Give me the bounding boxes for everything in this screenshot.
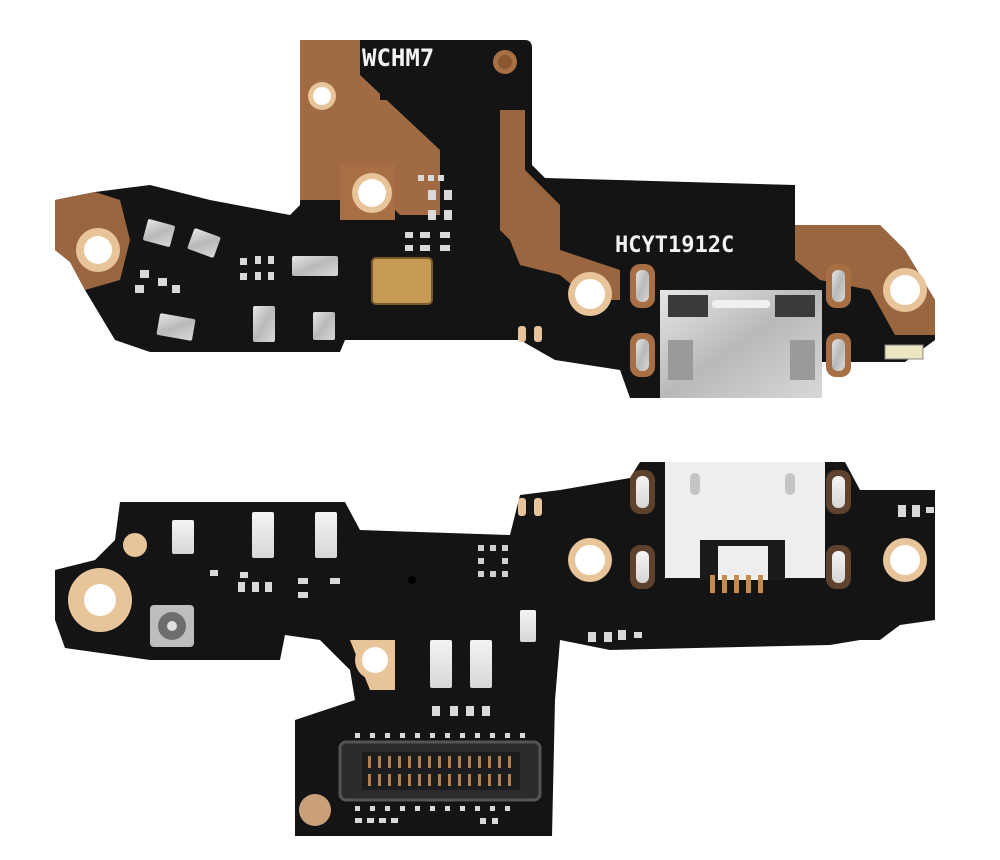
mounting-hole xyxy=(883,538,927,582)
mounting-hole xyxy=(308,82,336,110)
mounting-hole xyxy=(352,173,392,213)
top-board: WCHM7 HCYT1912C xyxy=(55,40,935,398)
silkscreen-label-wchm7: WCHM7 xyxy=(362,44,434,72)
smd-components xyxy=(135,175,452,293)
crystal-oscillator-icon xyxy=(371,257,433,305)
micro-usb-port xyxy=(630,264,851,398)
micro-usb-port xyxy=(630,462,851,593)
antenna-coax-connector-icon xyxy=(150,605,194,647)
board-to-board-connector-icon xyxy=(338,733,542,824)
mounting-hole xyxy=(350,640,395,690)
mounting-hole xyxy=(883,268,927,312)
bottom-board xyxy=(55,462,935,836)
mounting-hole xyxy=(68,568,132,632)
mounting-hole xyxy=(568,538,612,582)
smd-components xyxy=(172,505,934,716)
mounting-hole xyxy=(568,272,612,316)
mounting-hole xyxy=(76,228,120,272)
silkscreen-label-hcyt1912c: HCYT1912C xyxy=(615,233,734,258)
led-indicator-icon xyxy=(884,344,924,360)
microphone-pads xyxy=(143,219,338,342)
